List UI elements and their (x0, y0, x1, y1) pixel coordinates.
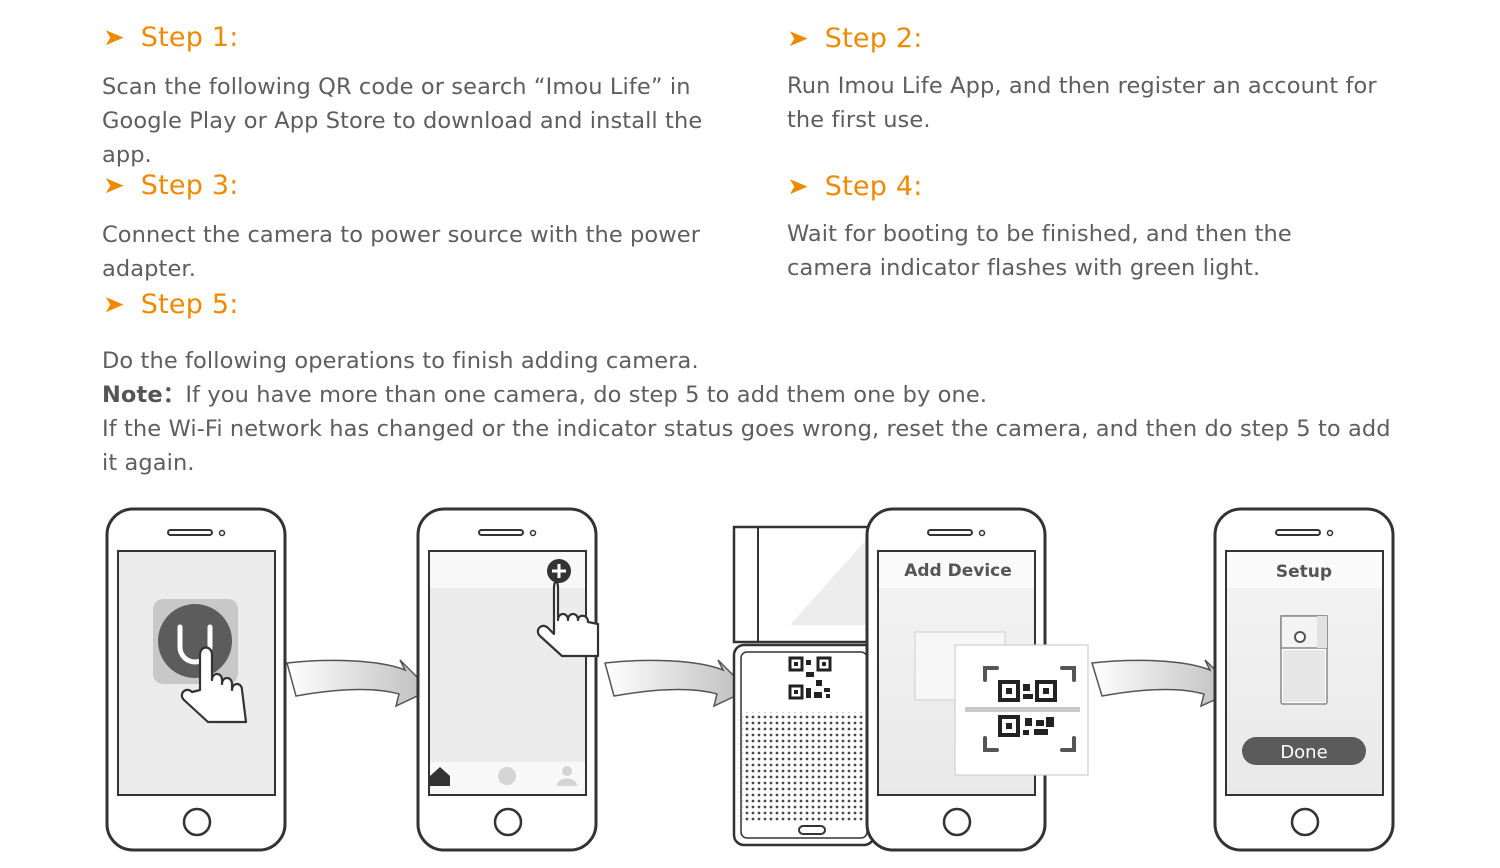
arrow-bullet-icon: ➤ (103, 24, 125, 51)
step-1-heading: ➤ Step 1: (103, 22, 239, 53)
note-text: If you have more than one camera, do ste… (185, 382, 988, 408)
qr-code-icon (788, 656, 834, 702)
arrow-bullet-icon: ➤ (103, 172, 125, 199)
step-4-heading: ➤ Step 4: (787, 171, 923, 202)
step-5-heading: ➤ Step 5: (103, 289, 239, 320)
phone-3: Add Device (865, 507, 1089, 852)
step-3-heading: ➤ Step 3: (103, 170, 239, 201)
step-3-text: Connect the camera to power source with … (102, 222, 701, 282)
step-title: Step 2: (824, 23, 923, 54)
arrow-bullet-icon: ➤ (787, 173, 809, 200)
flow-arrow-icon (286, 659, 432, 708)
step-5-note: Note：If you have more than one camera, d… (102, 378, 1402, 412)
chat-icon (498, 767, 516, 785)
app-icon (153, 599, 238, 684)
arrow-bullet-icon: ➤ (103, 291, 125, 318)
arrow-bullet-icon: ➤ (787, 25, 809, 52)
note-label: Note： (102, 382, 186, 408)
done-button-label: Done (1280, 742, 1327, 763)
phone-2 (416, 507, 600, 852)
person-icon (557, 766, 577, 786)
phone-4-title: Setup (1276, 562, 1332, 582)
step-5-line-3: If the Wi-Fi network has changed or the … (102, 416, 1391, 476)
step-1-text: Scan the following QR code or search “Im… (102, 74, 703, 168)
qr-scanner-icon (965, 666, 1080, 752)
step-title: Step 4: (824, 171, 923, 202)
step-title: Step 3: (140, 170, 239, 201)
step-4-text: Wait for booting to be finished, and the… (787, 221, 1292, 281)
phone-4: Setup Done (1213, 507, 1395, 852)
step-5-text: Do the following operations to finish ad… (102, 344, 1402, 480)
hand-pointer-icon (180, 646, 248, 724)
flow-arrow-icon (604, 659, 750, 708)
step-2-text: Run Imou Life App, and then register an … (787, 73, 1377, 133)
step-title: Step 5: (140, 289, 239, 320)
hand-pointer-icon (536, 580, 600, 658)
home-icon (430, 767, 450, 786)
step-title: Step 1: (140, 22, 239, 53)
plus-circle-icon (547, 559, 571, 583)
phone-1 (105, 507, 287, 852)
phone-3-title: Add Device (904, 561, 1012, 581)
step-2-heading: ➤ Step 2: (787, 23, 923, 54)
done-button[interactable]: Done (1242, 737, 1366, 765)
step-5-line-1: Do the following operations to finish ad… (102, 348, 699, 374)
camera-icon (1280, 615, 1328, 705)
camera-device (732, 525, 876, 847)
